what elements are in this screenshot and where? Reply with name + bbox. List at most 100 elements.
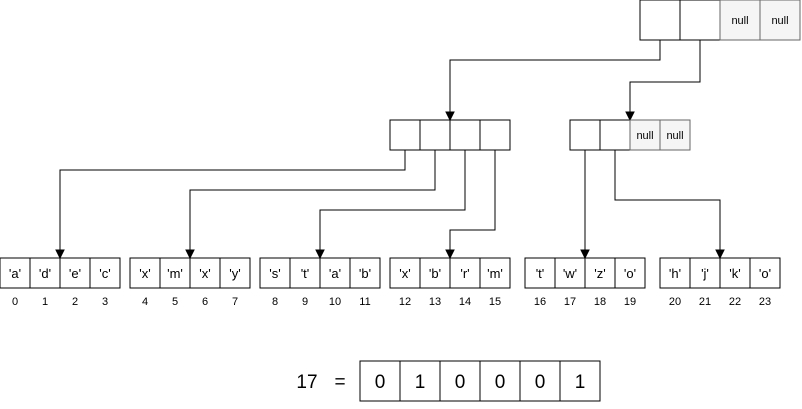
leaf-index: 3	[102, 296, 108, 308]
leaf-index: 14	[459, 296, 471, 308]
leaf-value: 'x'	[199, 266, 210, 281]
arrow-head	[625, 111, 635, 122]
leaf-cell	[389, 257, 421, 289]
leaf-cell	[554, 257, 586, 289]
leaf-cell	[659, 257, 691, 289]
binary-number: 17	[296, 372, 317, 393]
arrow-head	[445, 111, 455, 122]
pointer-cell	[419, 119, 451, 151]
leaf-cell	[689, 257, 721, 289]
pointer-cell	[479, 119, 511, 151]
null-cell	[719, 0, 761, 41]
pointer-line	[449, 40, 661, 113]
equals-sign: =	[334, 372, 345, 393]
pointer-cell	[449, 119, 481, 151]
leaf-value: 'a'	[9, 266, 21, 281]
pointer-root-to-left	[445, 40, 661, 122]
leaf-index: 17	[564, 296, 576, 308]
leaf-value: 't'	[301, 266, 310, 281]
bit-value: 1	[575, 372, 586, 393]
null-label: null	[771, 15, 788, 27]
arrow-head	[580, 249, 590, 260]
leaf-cell	[59, 257, 91, 289]
bit-cell	[559, 360, 601, 402]
leaf-index: 6	[202, 296, 208, 308]
leaf-index: 19	[624, 296, 636, 308]
leaf-index: 10	[329, 296, 341, 308]
leaf-value: 'm'	[487, 266, 503, 281]
pointer-cell	[389, 119, 421, 151]
leaf-cell	[419, 257, 451, 289]
leaf-value: 'a'	[329, 266, 341, 281]
pointer-line	[614, 150, 721, 251]
pointer-layer	[55, 40, 725, 260]
leaf-value: 'o'	[759, 266, 771, 281]
leaf-array: 'a'0'd'1'e'2'c'3	[0, 257, 121, 308]
leaf-value: 'y'	[229, 266, 240, 281]
pointer-to-leaf-2	[315, 150, 466, 260]
leaf-value: 'h'	[669, 266, 681, 281]
leaf-value: 'x'	[399, 266, 410, 281]
leaf-index: 11	[359, 296, 370, 308]
leaf-index: 18	[594, 296, 606, 308]
bit-value: 0	[495, 372, 506, 393]
null-cell	[659, 119, 691, 151]
leaf-value: 'j'	[701, 266, 709, 281]
leaf-value: 'm'	[167, 266, 183, 281]
leaf-cell	[524, 257, 556, 289]
leaf-index: 23	[759, 296, 771, 308]
arrow-head	[715, 249, 725, 260]
pointer-line	[319, 150, 466, 251]
leaf-index: 12	[399, 296, 411, 308]
leaf-cell	[479, 257, 511, 289]
pointer-line	[189, 150, 436, 251]
bit-cell	[399, 360, 441, 402]
leaf-index: 7	[232, 296, 238, 308]
inner-node-left	[389, 119, 511, 151]
leaf-value: 'x'	[139, 266, 150, 281]
leaf-index: 5	[172, 296, 178, 308]
leaf-value: 'k'	[729, 266, 740, 281]
leaf-value: 'w'	[563, 266, 577, 281]
leaf-value: 'o'	[624, 266, 636, 281]
pointer-cell	[679, 0, 721, 41]
leaf-cell	[289, 257, 321, 289]
leaf-value: 'd'	[39, 266, 51, 281]
leaf-cell	[319, 257, 351, 289]
leaf-index: 13	[429, 296, 441, 308]
bit-value: 0	[375, 372, 386, 393]
pointer-cell	[569, 119, 601, 151]
bit-value: 0	[455, 372, 466, 393]
pointer-line	[449, 150, 496, 251]
leaf-value: 'e'	[69, 266, 81, 281]
leaf-index: 9	[302, 296, 308, 308]
bit-cell	[479, 360, 521, 402]
null-cell	[629, 119, 661, 151]
leaf-cell	[189, 257, 221, 289]
leaf-index: 20	[669, 296, 681, 308]
leaf-value: 'c'	[99, 266, 110, 281]
leaf-value: 'b'	[429, 266, 441, 281]
leaf-index: 16	[534, 296, 546, 308]
arrow-head	[185, 249, 195, 260]
arrow-head	[445, 249, 455, 260]
leaf-index: 0	[12, 296, 18, 308]
pointer-root-to-right	[625, 40, 701, 122]
leaf-index: 8	[272, 296, 278, 308]
pointer-to-leaf-5	[614, 150, 725, 260]
bit-value: 0	[535, 372, 546, 393]
leaf-array: 's'8't'9'a'10'b'11	[259, 257, 381, 308]
pointer-to-leaf-3	[445, 150, 496, 260]
leaf-value: 'z'	[594, 266, 605, 281]
leaf-index: 4	[142, 296, 148, 308]
leaf-index: 21	[699, 296, 711, 308]
null-label: null	[666, 130, 683, 142]
leaf-cell	[219, 257, 251, 289]
leaf-cell	[89, 257, 121, 289]
arrow-head	[315, 249, 325, 260]
